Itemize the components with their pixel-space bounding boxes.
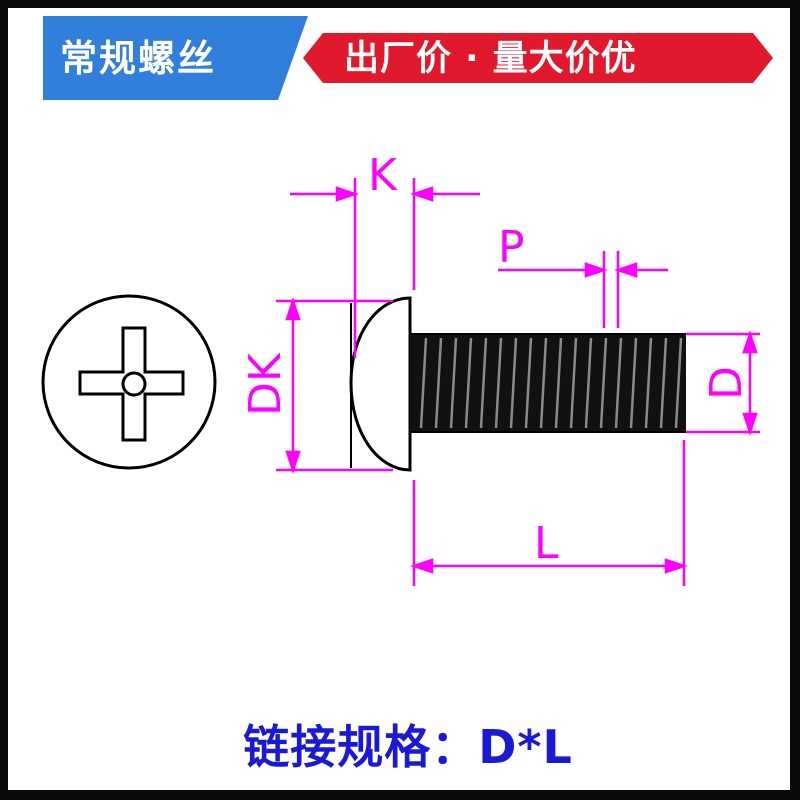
promo-text: 出厂价 · 量大价优 (344, 39, 637, 79)
dimension-label-p: P (498, 222, 525, 273)
category-tag-shape (43, 16, 308, 100)
dimension-label-dk: DK (240, 352, 291, 416)
dimension-lines (276, 178, 760, 586)
screw-side-view-icon (349, 296, 686, 472)
dimension-label-d: D (701, 366, 752, 400)
promo-ribbon-shape (303, 33, 773, 83)
banner (43, 16, 773, 100)
phillips-screw-head-icon (41, 294, 217, 470)
category-tag-text: 常规螺丝 (60, 37, 216, 80)
spec-line: 链接规格：D*L (243, 720, 573, 774)
dimension-label-l: L (534, 518, 559, 569)
screw-drawing: K P DK D L (41, 150, 760, 586)
dimension-label-k: K (368, 150, 398, 201)
